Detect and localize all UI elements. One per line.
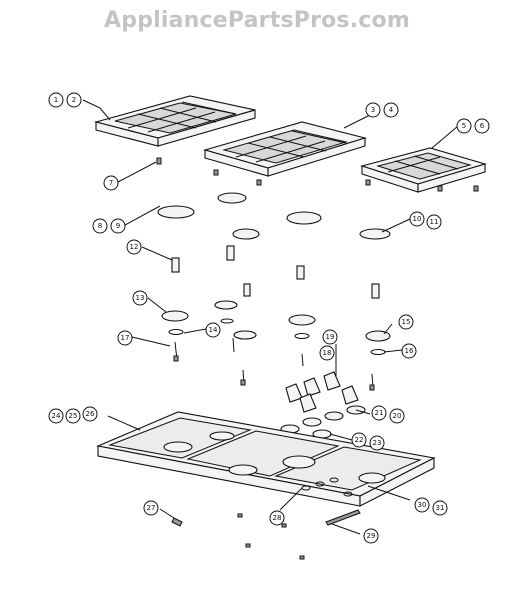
callout-label: 11 bbox=[430, 218, 439, 226]
callout-c31: 31 bbox=[432, 500, 448, 516]
callout-label: 28 bbox=[273, 514, 282, 522]
callout-label: 4 bbox=[389, 106, 394, 114]
burner-caps bbox=[157, 192, 391, 240]
callout-label: 26 bbox=[86, 410, 95, 418]
callout-label: 3 bbox=[371, 106, 375, 114]
callout-c30: 30 bbox=[414, 497, 430, 513]
callout-label: 14 bbox=[209, 326, 218, 334]
callout-label: 30 bbox=[418, 501, 427, 509]
leader-lines bbox=[82, 99, 459, 535]
callout-c2: 2 bbox=[66, 92, 82, 108]
callout-c22: 22 bbox=[351, 432, 367, 448]
bottom-screws bbox=[171, 509, 361, 560]
callout-c5: 5 bbox=[456, 118, 472, 134]
callout-label: 18 bbox=[323, 349, 332, 357]
callout-c29: 29 bbox=[363, 528, 379, 544]
callout-label: 25 bbox=[69, 412, 78, 420]
callout-label: 29 bbox=[367, 532, 376, 540]
callout-label: 22 bbox=[355, 436, 364, 444]
callout-c28: 28 bbox=[269, 510, 285, 526]
callout-label: 7 bbox=[109, 179, 113, 187]
callout-c27: 27 bbox=[143, 500, 159, 516]
left-grate bbox=[93, 95, 256, 147]
burner-bases bbox=[161, 300, 391, 355]
callout-label: 24 bbox=[52, 412, 61, 420]
callout-c16: 16 bbox=[401, 343, 417, 359]
callout-c11: 11 bbox=[426, 214, 442, 230]
callout-c7: 7 bbox=[103, 175, 119, 191]
callout-c12: 12 bbox=[126, 239, 142, 255]
callout-label: 9 bbox=[116, 222, 120, 230]
grate-feet bbox=[156, 157, 479, 192]
callout-label: 23 bbox=[373, 439, 382, 447]
callout-label: 8 bbox=[98, 222, 102, 230]
orifice-holders bbox=[171, 245, 380, 299]
callout-c15: 15 bbox=[398, 314, 414, 330]
callout-c3: 3 bbox=[365, 102, 381, 118]
callout-c1: 1 bbox=[48, 92, 64, 108]
ignitor-electrodes bbox=[173, 337, 375, 391]
callout-label: 31 bbox=[436, 504, 445, 512]
callout-c23: 23 bbox=[369, 435, 385, 451]
callout-label: 19 bbox=[326, 333, 335, 341]
callout-c6: 6 bbox=[474, 118, 490, 134]
callout-label: 2 bbox=[72, 96, 76, 104]
callout-c4: 4 bbox=[383, 102, 399, 118]
cooktop-main-top bbox=[96, 411, 436, 507]
callout-c19: 19 bbox=[322, 329, 338, 345]
callout-c8: 8 bbox=[92, 218, 108, 234]
callout-c9: 9 bbox=[110, 218, 126, 234]
callout-label: 13 bbox=[136, 294, 145, 302]
callout-c20: 20 bbox=[389, 408, 405, 424]
callout-label: 12 bbox=[130, 243, 139, 251]
callout-label: 20 bbox=[393, 412, 402, 420]
callout-label: 16 bbox=[405, 347, 414, 355]
knob-bezels bbox=[280, 405, 366, 439]
callout-label: 17 bbox=[121, 334, 130, 342]
callout-label: 21 bbox=[375, 409, 384, 417]
callout-label: 27 bbox=[147, 504, 156, 512]
callout-c13: 13 bbox=[132, 290, 148, 306]
control-knobs bbox=[285, 371, 359, 413]
callout-label: 10 bbox=[413, 215, 422, 223]
callout-c14: 14 bbox=[205, 322, 221, 338]
callout-label: 5 bbox=[462, 122, 466, 130]
callout-c25: 25 bbox=[65, 408, 81, 424]
watermark-text: AppliancePartsPros.com bbox=[104, 8, 410, 33]
callout-label: 15 bbox=[402, 318, 411, 326]
callout-c24: 24 bbox=[48, 408, 64, 424]
callout-c26: 26 bbox=[82, 406, 98, 422]
callout-label: 6 bbox=[480, 122, 485, 130]
callout-c10: 10 bbox=[409, 211, 425, 227]
center-grate bbox=[203, 121, 368, 177]
callout-c18: 18 bbox=[319, 345, 335, 361]
right-grate bbox=[360, 147, 487, 193]
callout-c17: 17 bbox=[117, 330, 133, 346]
callout-c21: 21 bbox=[371, 405, 387, 421]
callout-label: 1 bbox=[54, 96, 58, 104]
